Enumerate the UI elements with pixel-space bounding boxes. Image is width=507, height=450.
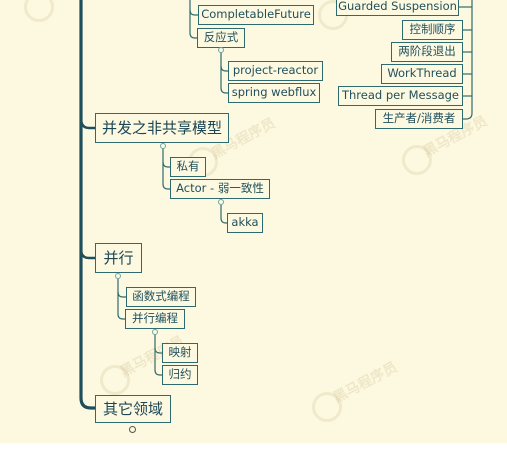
node-reactive[interactable]: 反应式 [197,28,245,48]
node-order-control[interactable]: 控制顺序 [402,20,463,40]
node-akka[interactable]: akka [227,213,263,233]
node-non-shared-model[interactable]: 并发之非共享模型 [95,113,229,143]
collapse-toggle[interactable] [160,143,166,149]
node-two-phase-exit[interactable]: 两阶段退出 [391,42,463,62]
node-guarded-suspension[interactable]: Guarded Suspension [336,0,459,16]
node-reduce[interactable]: 归约 [162,365,198,385]
node-project-reactor[interactable]: project-reactor [228,61,323,81]
node-completable-future[interactable]: CompletableFuture [198,5,314,25]
node-functional-programming[interactable]: 函数式编程 [126,287,196,307]
collapse-toggle[interactable] [152,329,158,335]
collapse-toggle[interactable] [218,47,224,53]
node-other-fields[interactable]: 其它领域 [95,395,171,423]
node-parallel-programming[interactable]: 并行编程 [125,309,185,329]
collapse-toggle[interactable] [115,273,121,279]
node-actor[interactable]: Actor - 弱一致性 [170,179,270,199]
node-private[interactable]: 私有 [170,157,206,177]
node-producer-consumer[interactable]: 生产者/消费者 [375,109,463,129]
node-map[interactable]: 映射 [162,343,198,363]
node-parallel[interactable]: 并行 [95,243,142,273]
node-spring-webflux[interactable]: spring webflux [228,83,320,103]
node-work-thread[interactable]: WorkThread [381,64,463,84]
expand-toggle[interactable] [129,426,136,433]
collapse-toggle[interactable] [218,199,224,205]
node-thread-per-message[interactable]: Thread per Message [338,86,463,106]
